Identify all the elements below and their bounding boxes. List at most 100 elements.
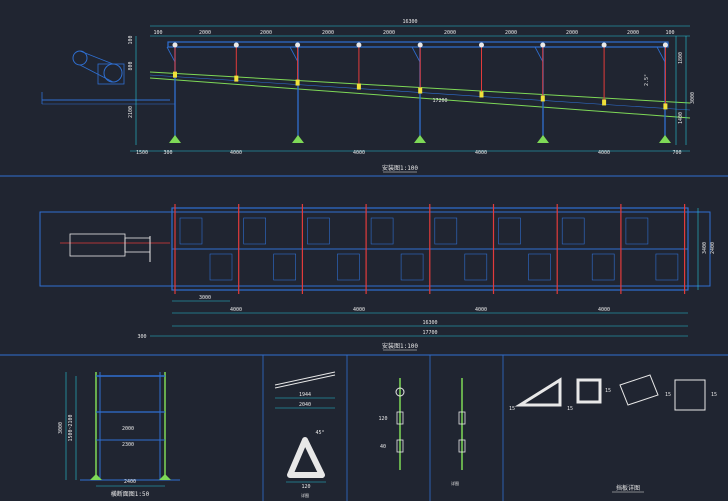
plan-cell-top-2 [307,217,330,245]
post-clamp-0 [173,71,177,78]
detail-c-dim-5: 15 [711,392,717,398]
post-cap-6 [540,42,546,48]
plan-dim-bottom-1: 4000 [353,307,365,313]
dim-left-2: 2100 [128,106,134,118]
dim-left-1: 800 [128,61,134,70]
dim-slope: 2.5° [644,74,650,86]
plan-title: 安装图1:100 [382,342,418,350]
plan-dim-right-1: 3400 [702,242,708,254]
post-cap-3 [356,42,362,48]
post-cap-0 [172,42,178,48]
section-title: 横断面图1:50 [111,490,150,498]
post-cap-7 [601,42,607,48]
detail-b-ring [395,387,405,397]
plan-dim-total: 17700 [422,330,437,336]
dim-bottom-5: 4000 [598,150,610,156]
section-dim-left-2: 1500~2100 [68,414,74,441]
dim-top-3: 2000 [322,30,334,36]
plan-dim-bottom-2: 4000 [475,307,487,313]
elevation-title: 安装图1:100 [382,164,418,172]
post-clamp-2 [295,79,300,86]
detail-a-bar [274,371,336,386]
plan-dim-bottom-0: 4000 [230,307,242,313]
section-dim-inner-1: 2000 [122,426,134,432]
plan-cell-bottom-6 [591,253,615,281]
dim-left-0: 100 [128,35,134,44]
plan-outline [39,211,711,287]
post-cap-4 [417,42,423,48]
detail-a-dim-1-text: 1944 [299,392,311,398]
detail-c-triangle [514,377,562,407]
detail-c-dim-3: 15 [605,388,611,394]
drive-pulley [103,63,123,83]
detail-c-title: 挡板详图 [616,484,640,492]
section-base-left [90,474,102,480]
dim-top-4: 2000 [383,30,395,36]
plan-motor [69,233,126,257]
post-clamp-5 [479,91,484,98]
plan-cell-top-0 [179,217,203,245]
column-brace-0 [166,46,176,63]
detail-a-dim-3-text: 120 [301,484,310,490]
dim-top-1: 2000 [199,30,211,36]
top-beam [167,41,669,48]
dim-overall: 16300 [402,19,417,25]
plan-cell-top-6 [561,217,585,245]
detail-a: 1944 2040 120 详图 [274,371,336,498]
plan-cell-top-7 [625,217,649,245]
plan-cell-bottom-7 [655,253,679,281]
dim-right-1: 3000 [690,92,696,104]
elevation-dims-left: 100 800 2100 [128,35,134,118]
detail-a-dim-2-text: 2040 [299,402,311,408]
section-dim-inner-2: 2300 [122,442,134,448]
detail-c-dim-1: 15 [509,406,515,412]
post-cap-8 [662,42,668,48]
detail-c-plate [674,379,706,411]
detail-b-block-1 [396,411,404,425]
plan-cell-bottom-2 [337,253,360,281]
plan-cell-bottom-3 [400,253,424,281]
column-brace-2 [411,46,421,63]
detail-b-title: 详图 [451,480,459,486]
plan-posts [174,204,686,294]
dim-top-2: 2000 [260,30,272,36]
post-cap-5 [479,42,484,48]
plan-cell-bottom-4 [464,253,488,281]
dim-bottom-1: 300 [163,150,172,156]
hanger-posts [172,42,668,110]
motor-box [97,63,125,85]
detail-a-bar-2 [274,374,336,389]
dim-top-5: 2000 [444,30,456,36]
plan-dim-bottom-3: 4000 [598,307,610,313]
detail-b: 120 40 45° 详图 [315,378,466,486]
post-cap-1 [233,42,239,48]
detail-b-dim-3: 45° [315,430,324,436]
detail-c: 15 15 15 15 15 挡板详图 [509,374,717,493]
dim-top-6: 2000 [505,30,517,36]
plan-cell-bottom-5 [528,253,551,281]
column-brace-4 [656,46,666,63]
detail-b-dim-1: 120 [378,416,387,422]
dim-bottom-2: 4000 [230,150,242,156]
column-base-4 [659,135,671,143]
detail-b-block-2 [396,439,404,453]
plan-cell-bottom-1 [273,253,297,281]
dim-belt: 17200 [432,98,447,104]
plan-cell-top-3 [370,217,394,245]
detail-c-square [576,378,602,404]
plan-dim-left: 300 [137,334,146,340]
drive-belt-1 [79,50,114,65]
detail-b-block-4 [458,439,466,453]
detail-c-dim-4: 15 [665,392,671,398]
post-clamp-4 [418,87,423,94]
dim-top-0: 100 [153,30,162,36]
plan-dims-bottom: 4000 4000 4000 4000 [230,307,610,313]
column-base-3 [537,135,549,143]
plan-cell-top-4 [434,217,458,245]
detail-c-dim-2: 15 [567,406,573,412]
detail-c-angle [619,374,659,406]
